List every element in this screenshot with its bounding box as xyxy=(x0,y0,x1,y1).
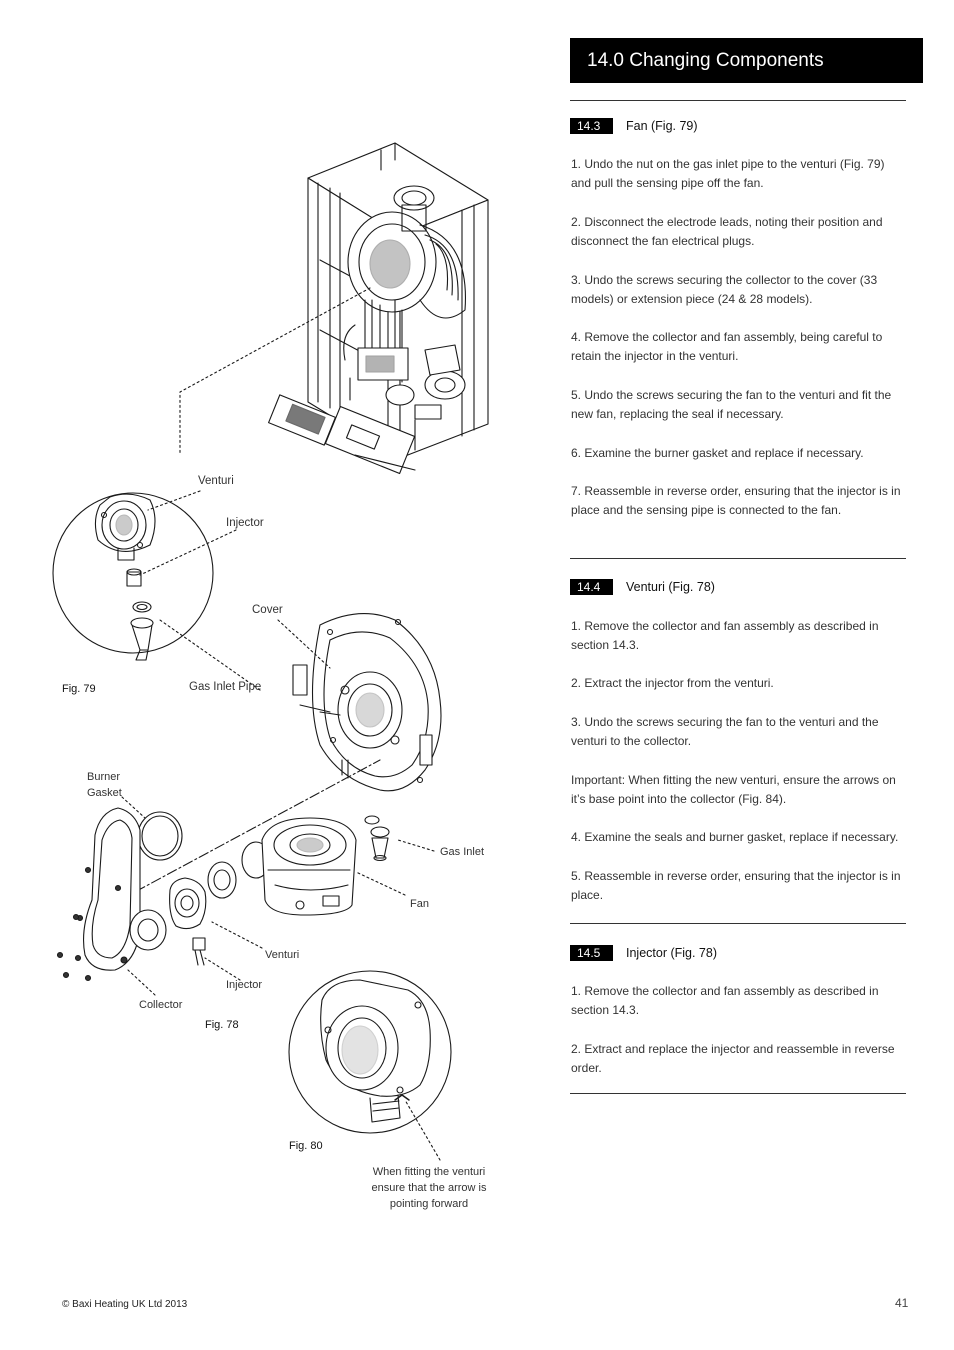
fig80-note: When fitting the venturi ensure that the… xyxy=(360,1164,498,1212)
section-title: Fan (Fig. 79) xyxy=(626,119,698,133)
label-fan: Fan xyxy=(410,898,429,910)
divider xyxy=(570,558,906,559)
paragraph: 2. Disconnect the electrode leads, notin… xyxy=(571,215,883,248)
paragraph: 3. Undo the screws securing the collecto… xyxy=(571,273,878,306)
paragraph: 2. Extract the injector from the venturi… xyxy=(571,676,774,690)
label-fig79-gas-inlet-pipe: Gas Inlet Pipe xyxy=(189,681,262,693)
divider xyxy=(570,100,906,101)
paragraph: Important: When fitting the new venturi,… xyxy=(571,773,896,806)
label-fig78-venturi: Venturi xyxy=(265,949,300,961)
label-gasket: Gasket xyxy=(87,787,122,799)
fig80-detail xyxy=(288,970,452,1134)
page-title: 14.0 Changing Components xyxy=(570,38,923,83)
paragraph: 2. Extract and replace the injector and … xyxy=(571,1042,895,1075)
paragraph: 6. Examine the burner gasket and replace… xyxy=(571,446,864,460)
paragraph: 4. Remove the collector and fan assembly… xyxy=(571,330,883,363)
section-title: Injector (Fig. 78) xyxy=(626,946,718,960)
fig80-note-line-3: pointing forward xyxy=(389,1198,469,1210)
paragraph: 5. Reassemble in reverse order, ensuring… xyxy=(571,869,901,902)
gas-inlet-drawing xyxy=(364,815,390,862)
fan-drawing xyxy=(261,817,357,916)
label-gas-inlet: Gas Inlet xyxy=(440,846,485,858)
label-collector: Collector xyxy=(139,999,183,1011)
paragraph: 1. Undo the nut on the gas inlet pipe to… xyxy=(571,157,885,190)
section-number: 14.4 xyxy=(570,579,613,595)
fig80-note-line-1: When fitting the venturi xyxy=(372,1166,486,1178)
label-fig79-injector: Injector xyxy=(226,517,264,529)
divider xyxy=(570,923,906,924)
label-burner: Burner xyxy=(87,771,121,783)
collector-screws xyxy=(56,913,92,982)
boiler-drawing xyxy=(268,142,489,475)
divider xyxy=(570,1093,906,1094)
label-fig79-cover: Cover xyxy=(252,604,283,616)
label-fig79-venturi: Venturi xyxy=(198,475,234,487)
section-title: Venturi (Fig. 78) xyxy=(626,580,715,594)
paragraph: 3. Undo the screws securing the fan to t… xyxy=(571,715,879,748)
burner-gasket xyxy=(137,811,183,861)
collector-drawing xyxy=(76,807,141,971)
paragraph: 1. Remove the collector and fan assembly… xyxy=(571,984,879,1017)
fig79-detail xyxy=(52,492,214,661)
fig78-caption: Fig. 78 xyxy=(205,1019,239,1031)
fig80-caption: Fig. 80 xyxy=(289,1140,323,1152)
venturi-drawing xyxy=(169,877,207,966)
paragraph: 7. Reassemble in reverse order, ensuring… xyxy=(571,484,901,517)
label-fig78-injector: Injector xyxy=(226,979,263,991)
footer-copyright: © Baxi Heating UK Ltd 2013 xyxy=(62,1299,188,1310)
page-number: 41 xyxy=(895,1296,909,1310)
paragraph: 4. Examine the seals and burner gasket, … xyxy=(571,830,899,844)
section-number: 14.3 xyxy=(570,118,613,134)
leader-boiler-to-fig79 xyxy=(179,287,371,456)
fig79-caption: Fig. 79 xyxy=(62,683,96,695)
cover-drawing xyxy=(292,613,442,792)
paragraph: 5. Undo the screws securing the fan to t… xyxy=(571,388,892,421)
paragraph: 1. Remove the collector and fan assembly… xyxy=(571,619,879,652)
fig80-note-line-2: ensure that the arrow is xyxy=(371,1182,487,1194)
section-number: 14.5 xyxy=(570,945,613,961)
